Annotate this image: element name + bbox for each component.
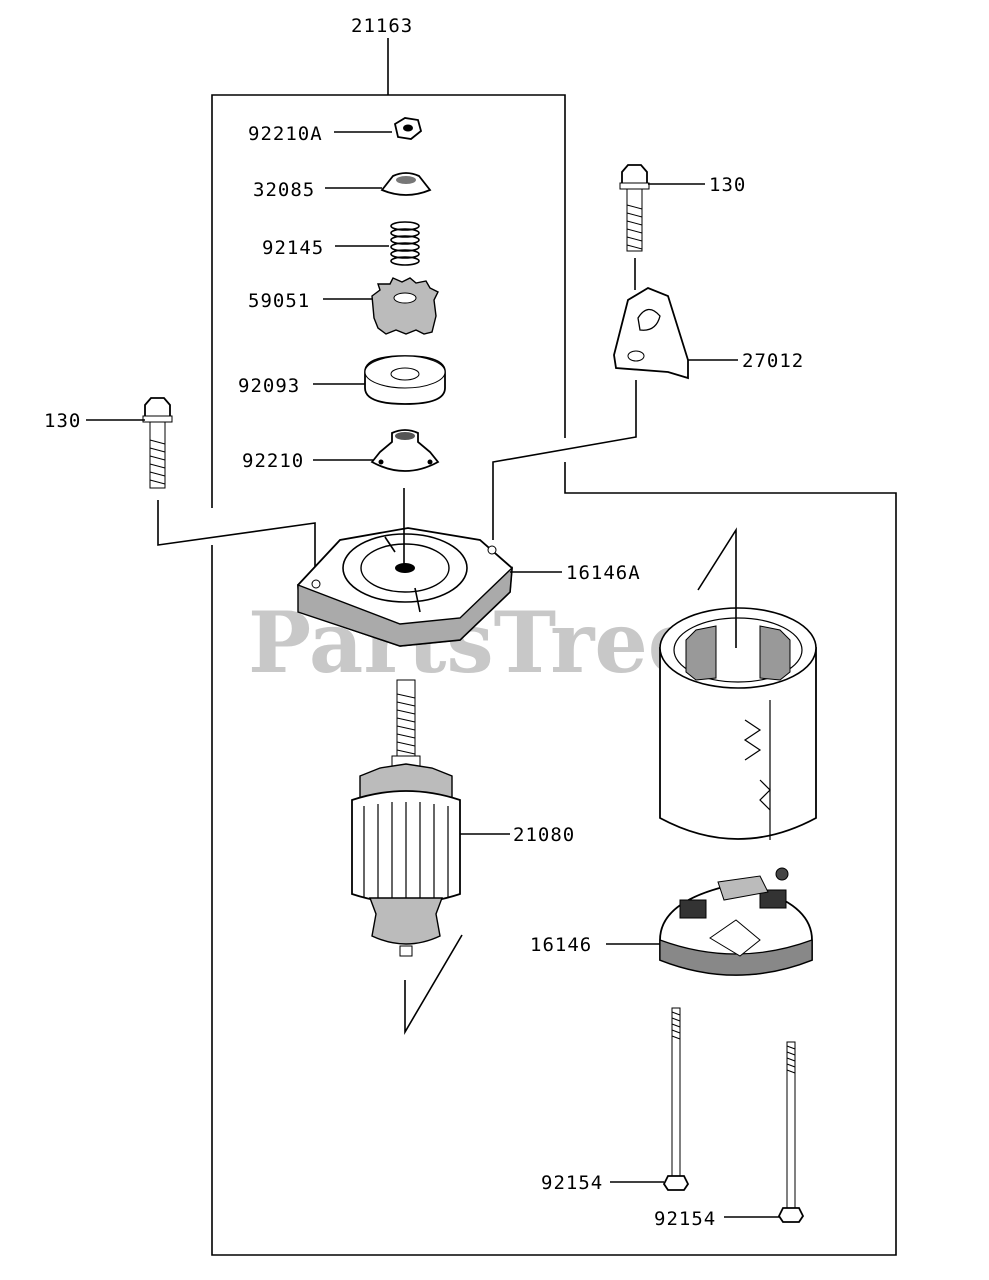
washer-92093[interactable]	[313, 355, 446, 405]
label-32085: 32085	[253, 179, 315, 201]
front-cover-16146a[interactable]	[297, 488, 562, 647]
bolt-130-right[interactable]	[619, 164, 705, 290]
spring-92145[interactable]	[335, 221, 420, 266]
pinion-gear-59051[interactable]	[323, 277, 439, 335]
collar-32085[interactable]	[325, 172, 432, 196]
label-92154-1: 92154	[541, 1172, 603, 1194]
bracket-27012[interactable]	[492, 286, 738, 540]
label-130-right: 130	[709, 174, 746, 196]
label-21080: 21080	[513, 824, 575, 846]
label-130-left: 130	[44, 410, 81, 432]
through-bolt-92154-1[interactable]	[610, 1007, 690, 1191]
motor-yoke[interactable]	[659, 527, 817, 840]
label-92210: 92210	[242, 450, 304, 472]
through-bolt-92154-2[interactable]	[724, 1041, 805, 1223]
label-92145: 92145	[262, 237, 324, 259]
label-16146a: 16146A	[566, 562, 641, 584]
label-21163: 21163	[351, 15, 413, 37]
label-16146: 16146	[530, 934, 592, 956]
armature-21080[interactable]	[351, 679, 510, 1035]
clutch-nut-92210[interactable]	[313, 429, 440, 472]
label-92210a: 92210A	[248, 123, 323, 145]
label-59051: 59051	[248, 290, 310, 312]
nut-92210a[interactable]	[334, 117, 423, 140]
label-27012: 27012	[742, 350, 804, 372]
label-92154-2: 92154	[654, 1208, 716, 1230]
brush-holder-16146[interactable]	[606, 867, 813, 976]
bolt-130-left[interactable]	[86, 397, 316, 578]
assembly-frame	[211, 38, 897, 1256]
label-92093: 92093	[238, 375, 300, 397]
